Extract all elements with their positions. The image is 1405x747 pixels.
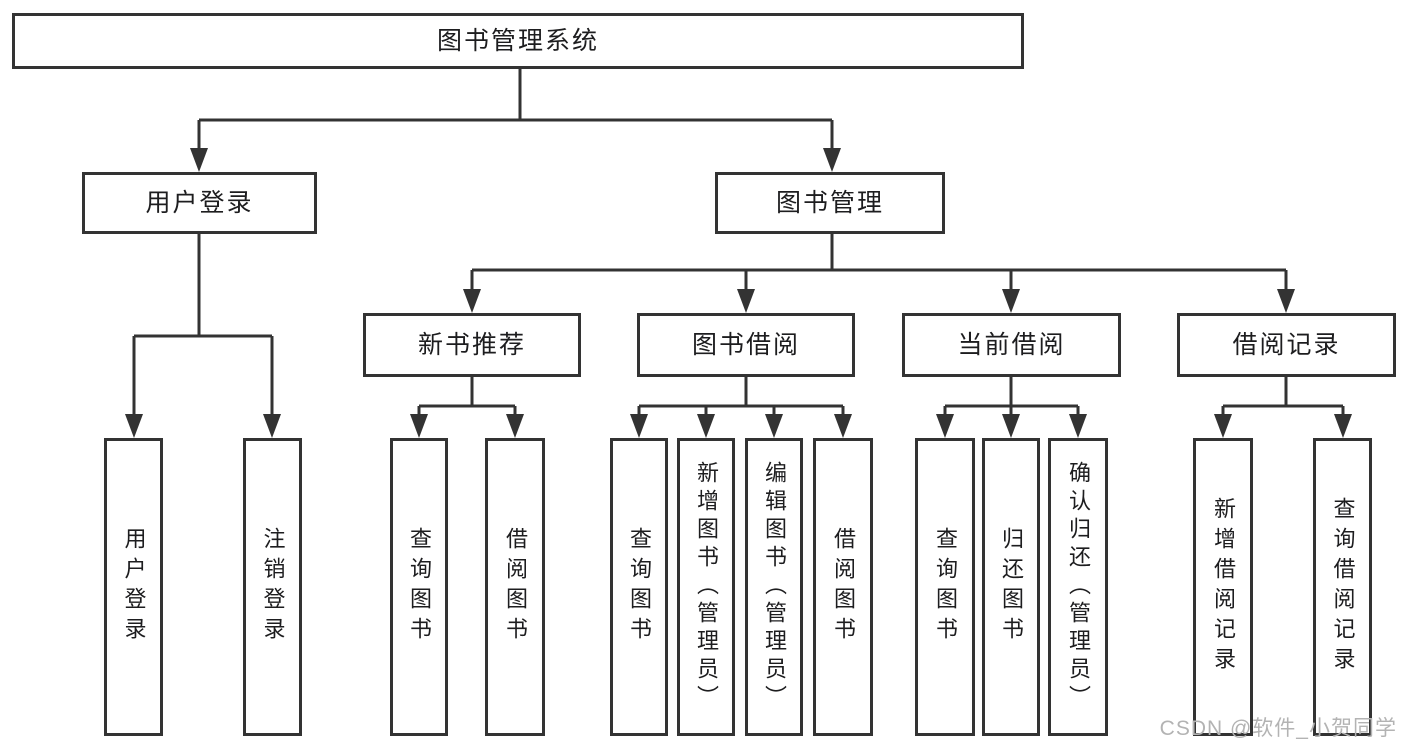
node-library-system: 图书管理系统 — [12, 13, 1024, 69]
leaf-borrow-books-2: 借阅图书 — [813, 438, 873, 736]
connector-new-book-recommend — [410, 377, 524, 438]
arrowhead-down-icon — [834, 414, 852, 438]
connector-line — [470, 234, 1288, 291]
leaf-query-books-3: 查询图书 — [915, 438, 975, 736]
node-user-login: 用户登录 — [82, 172, 317, 234]
arrowhead-down-icon — [630, 414, 648, 438]
leaf-add-book-admin-label: 新增图书（管理员） — [694, 461, 719, 713]
leaf-query-books-3-label: 查询图书 — [933, 527, 958, 647]
leaf-user-login-label: 用户登录 — [121, 527, 147, 647]
arrowhead-down-icon — [1334, 414, 1352, 438]
leaf-logout: 注销登录 — [243, 438, 302, 736]
arrowhead-down-icon — [765, 414, 783, 438]
connector-current-borrowing — [936, 377, 1087, 438]
node-library-system-label: 图书管理系统 — [436, 27, 599, 55]
connector-borrow-records — [1214, 377, 1352, 438]
node-book-borrowing: 图书借阅 — [637, 313, 855, 377]
leaf-logout-label: 注销登录 — [260, 527, 286, 647]
connector-line — [197, 69, 834, 150]
node-book-management: 图书管理 — [715, 172, 945, 234]
leaf-user-login: 用户登录 — [104, 438, 163, 736]
node-new-book-recommend: 新书推荐 — [363, 313, 581, 377]
node-current-borrowing: 当前借阅 — [902, 313, 1121, 377]
arrowhead-down-icon — [1069, 414, 1087, 438]
arrowhead-down-icon — [463, 289, 481, 313]
leaf-confirm-return-admin: 确认归还（管理员） — [1048, 438, 1108, 736]
node-borrow-records: 借阅记录 — [1177, 313, 1396, 377]
arrowhead-down-icon — [1277, 289, 1295, 313]
connector-line — [417, 377, 517, 416]
arrowhead-down-icon — [697, 414, 715, 438]
arrowhead-down-icon — [506, 414, 524, 438]
arrowhead-down-icon — [1002, 289, 1020, 313]
leaf-edit-book-admin: 编辑图书（管理员） — [745, 438, 803, 736]
leaf-confirm-return-admin-label: 确认归还（管理员） — [1066, 461, 1091, 713]
arrowhead-down-icon — [263, 414, 281, 438]
arrowhead-down-icon — [1214, 414, 1232, 438]
node-user-login-label: 用户登录 — [145, 189, 254, 217]
arrowhead-down-icon — [125, 414, 143, 438]
leaf-query-books-1-label: 查询图书 — [407, 527, 432, 647]
leaf-query-borrow-record-label: 查询借阅记录 — [1330, 497, 1356, 677]
node-borrow-records-label: 借阅记录 — [1232, 331, 1341, 359]
leaf-borrow-books-1: 借阅图书 — [485, 438, 545, 736]
node-book-management-label: 图书管理 — [775, 189, 884, 217]
leaf-return-book: 归还图书 — [982, 438, 1040, 736]
arrowhead-down-icon — [1002, 414, 1020, 438]
node-book-borrowing-label: 图书借阅 — [691, 331, 800, 359]
leaf-edit-book-admin-label: 编辑图书（管理员） — [762, 461, 787, 713]
leaf-add-borrow-record: 新增借阅记录 — [1193, 438, 1253, 736]
leaf-query-books-2-label: 查询图书 — [627, 527, 652, 647]
leaf-borrow-books-2-label: 借阅图书 — [831, 527, 856, 647]
leaf-borrow-books-1-label: 借阅图书 — [503, 527, 528, 647]
arrowhead-down-icon — [737, 289, 755, 313]
leaf-query-borrow-record: 查询借阅记录 — [1313, 438, 1372, 736]
connector-user-login — [125, 234, 281, 438]
arrowhead-down-icon — [936, 414, 954, 438]
connector-line — [1221, 377, 1345, 416]
leaf-query-books-2: 查询图书 — [610, 438, 668, 736]
leaf-add-book-admin: 新增图书（管理员） — [677, 438, 735, 736]
connector-line — [943, 377, 1080, 416]
arrowhead-down-icon — [410, 414, 428, 438]
node-new-book-recommend-label: 新书推荐 — [417, 331, 526, 359]
connector-book-management — [463, 234, 1295, 313]
watermark-csdn: CSDN @软件_小贺同学 — [1159, 717, 1397, 740]
arrowhead-down-icon — [190, 148, 208, 172]
leaf-return-book-label: 归还图书 — [999, 527, 1024, 647]
connector-root — [190, 69, 841, 172]
connector-line — [132, 234, 274, 416]
connector-line — [637, 377, 845, 416]
leaf-query-books-1: 查询图书 — [390, 438, 448, 736]
connector-book-borrowing — [630, 377, 852, 438]
arrowhead-down-icon — [823, 148, 841, 172]
node-current-borrowing-label: 当前借阅 — [957, 331, 1066, 359]
leaf-add-borrow-record-label: 新增借阅记录 — [1211, 497, 1236, 677]
